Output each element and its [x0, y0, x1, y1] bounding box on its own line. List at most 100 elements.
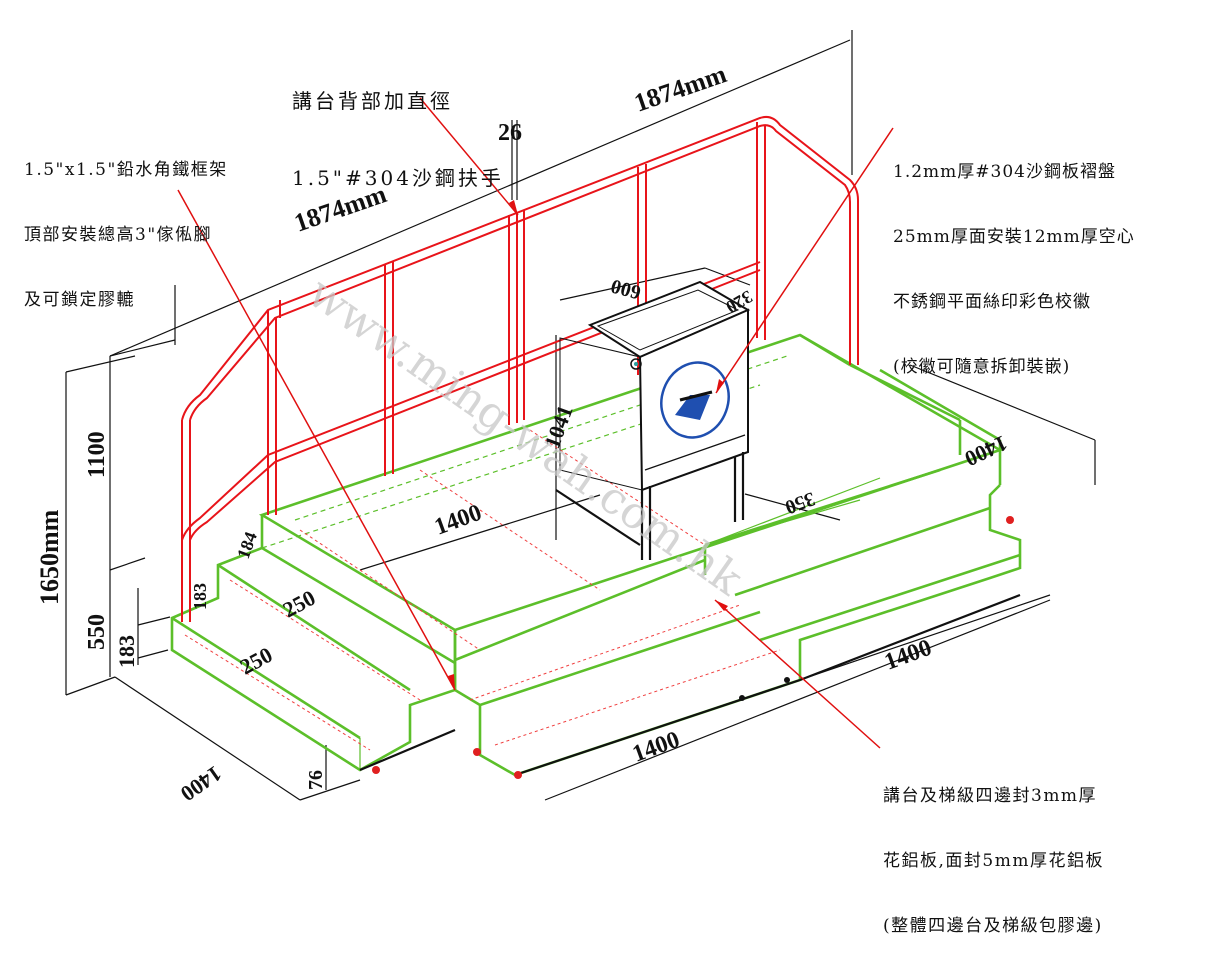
dim-step-rise-2: 183 — [190, 583, 210, 610]
hidden-edge — [184, 634, 371, 751]
handrail-mid-inner — [189, 269, 761, 541]
dimension-lines — [65, 30, 1096, 801]
front-step-edge — [759, 553, 1021, 642]
hidden-edge — [529, 429, 706, 546]
dim-line-lectern-depth — [704, 267, 751, 286]
right-step-edge — [849, 363, 961, 422]
right-step-edge — [704, 477, 881, 546]
annotation-line: 講台背部加直徑 — [292, 89, 453, 114]
dim-tick — [299, 779, 361, 801]
annotation-line: 1.5"x1.5"鉛水角鐵框架 — [24, 159, 228, 180]
dim-step-rise-1: 183 — [114, 635, 139, 668]
dim-line-setback — [744, 493, 841, 521]
annotation-handrail: 講台背部加直徑 1.5"#304沙鋼扶手 — [292, 38, 504, 217]
arrowhead — [448, 674, 455, 690]
annotation-frame: 1.5"x1.5"鉛水角鐵框架 頂部安裝總高3"傢俬腳 及可鎖定膠轆 — [24, 116, 228, 334]
hidden-edge — [469, 604, 741, 701]
front-step-edge — [454, 558, 706, 662]
front-step-edge — [734, 506, 991, 597]
handrail-top — [181, 115, 859, 421]
dim-tick — [65, 676, 116, 696]
annotation-line: 講台及梯級四邊封3mm厚 — [883, 785, 1098, 806]
dim-tick — [137, 616, 171, 626]
dim-rail-length-back: 1874mm — [631, 59, 731, 118]
annotation-line: (整體四邊台及梯級包膠邊) — [883, 916, 1103, 936]
annotation-edges: 講台及梯級四邊封3mm厚 花鋁板,面封5mm厚花鋁板 (整體四邊台及梯級包膠邊) — [883, 742, 1104, 960]
dim-right-depth: 1400 — [961, 430, 1011, 471]
base-edge — [514, 678, 801, 777]
caster-wheel — [473, 748, 481, 756]
right-step-edge — [799, 333, 851, 367]
front-stairs-outline — [453, 484, 1022, 777]
annotation-line: 25mm厚面安裝12mm厚空心 — [893, 226, 1135, 247]
hidden-edge — [299, 529, 481, 651]
dim-line-lectern-width — [559, 267, 706, 301]
lectern-knob — [630, 358, 642, 370]
dim-tick — [65, 355, 136, 373]
annotation-line: 花鋁板,面封5mm厚花鋁板 — [883, 850, 1104, 871]
leader-handrail — [419, 97, 519, 216]
left-step-edge — [171, 616, 361, 740]
dim-front-width-right: 1400 — [881, 635, 935, 676]
dim-platform-height: 550 — [84, 614, 110, 650]
annotation-lectern: 1.2mm厚#304沙鋼板褶盤 25mm厚面安裝12mm厚空心 不銹鋼平面絲印彩… — [893, 118, 1135, 401]
dim-line-front-depth — [114, 676, 301, 801]
leader-frame — [177, 189, 456, 691]
dim-step-rise-3: 184 — [233, 529, 261, 561]
caster-wheel — [784, 677, 790, 683]
dim-line-right-depth — [909, 364, 1096, 441]
dim-line-rail-length — [109, 39, 851, 357]
caster-wheel — [372, 766, 380, 774]
caster-wheel — [514, 771, 522, 779]
stage-drawing: 1874mm 1874mm 26 1650mm 1100 550 183 183… — [35, 30, 1096, 807]
dim-platform-width: 1400 — [431, 500, 485, 541]
arrowhead — [715, 600, 728, 611]
annotation-line: 頂部安裝總高3"傢俬腳 — [24, 224, 213, 245]
dim-base-height: 76 — [305, 770, 327, 790]
dim-tread-2: 250 — [279, 585, 320, 623]
dim-rail-height: 1100 — [84, 431, 110, 478]
dim-line-platform-width — [359, 494, 601, 571]
school-logo-mark — [675, 395, 710, 420]
left-stairs-outline — [170, 515, 457, 772]
leader-edges — [714, 599, 881, 749]
dim-line-front-width — [544, 599, 1051, 801]
annotation-line: 1.2mm厚#304沙鋼板褶盤 — [893, 161, 1116, 182]
lectern-rail — [644, 434, 746, 471]
dim-front-depth-left: 1400 — [176, 761, 226, 807]
platform — [170, 333, 1022, 779]
leader-lines — [177, 97, 894, 749]
dim-tick — [109, 339, 176, 357]
dim-tick — [137, 649, 169, 659]
leader-lectern — [715, 127, 894, 394]
handrail — [181, 115, 859, 622]
school-logo-mark — [679, 390, 713, 402]
lectern-top-inset — [596, 289, 740, 351]
caster-wheel — [1006, 516, 1014, 524]
hidden-edge — [419, 469, 601, 591]
annotation-line: (校徽可隨意拆卸裝嵌) — [893, 357, 1071, 378]
front-step-edge — [704, 468, 941, 547]
base-edge — [799, 593, 1021, 682]
arrowhead — [509, 200, 518, 215]
lectern-base — [555, 489, 641, 546]
lectern-knob-center — [634, 362, 638, 366]
annotation-line: 不銹鋼平面絲印彩色校徽 — [893, 292, 1091, 312]
right-step-edge — [879, 368, 1001, 442]
left-step-edge — [217, 563, 411, 692]
caster-wheel — [739, 695, 745, 701]
lectern — [555, 280, 751, 560]
annotation-line: 1.5"#304沙鋼扶手 — [292, 165, 504, 190]
hidden-edge — [494, 649, 781, 746]
dim-rail-offset: 26 — [498, 120, 522, 146]
dim-tread-1: 250 — [236, 642, 277, 680]
base-edge — [359, 728, 456, 772]
front-step-edge — [479, 610, 761, 707]
dim-tick — [109, 557, 146, 571]
dim-total-height: 1650mm — [35, 509, 64, 605]
arrowhead — [716, 379, 724, 393]
hidden-edge — [229, 579, 421, 701]
annotation-line: 及可鎖定膠轆 — [24, 290, 135, 310]
left-step-edge — [261, 546, 456, 665]
right-step-edge — [704, 499, 861, 546]
